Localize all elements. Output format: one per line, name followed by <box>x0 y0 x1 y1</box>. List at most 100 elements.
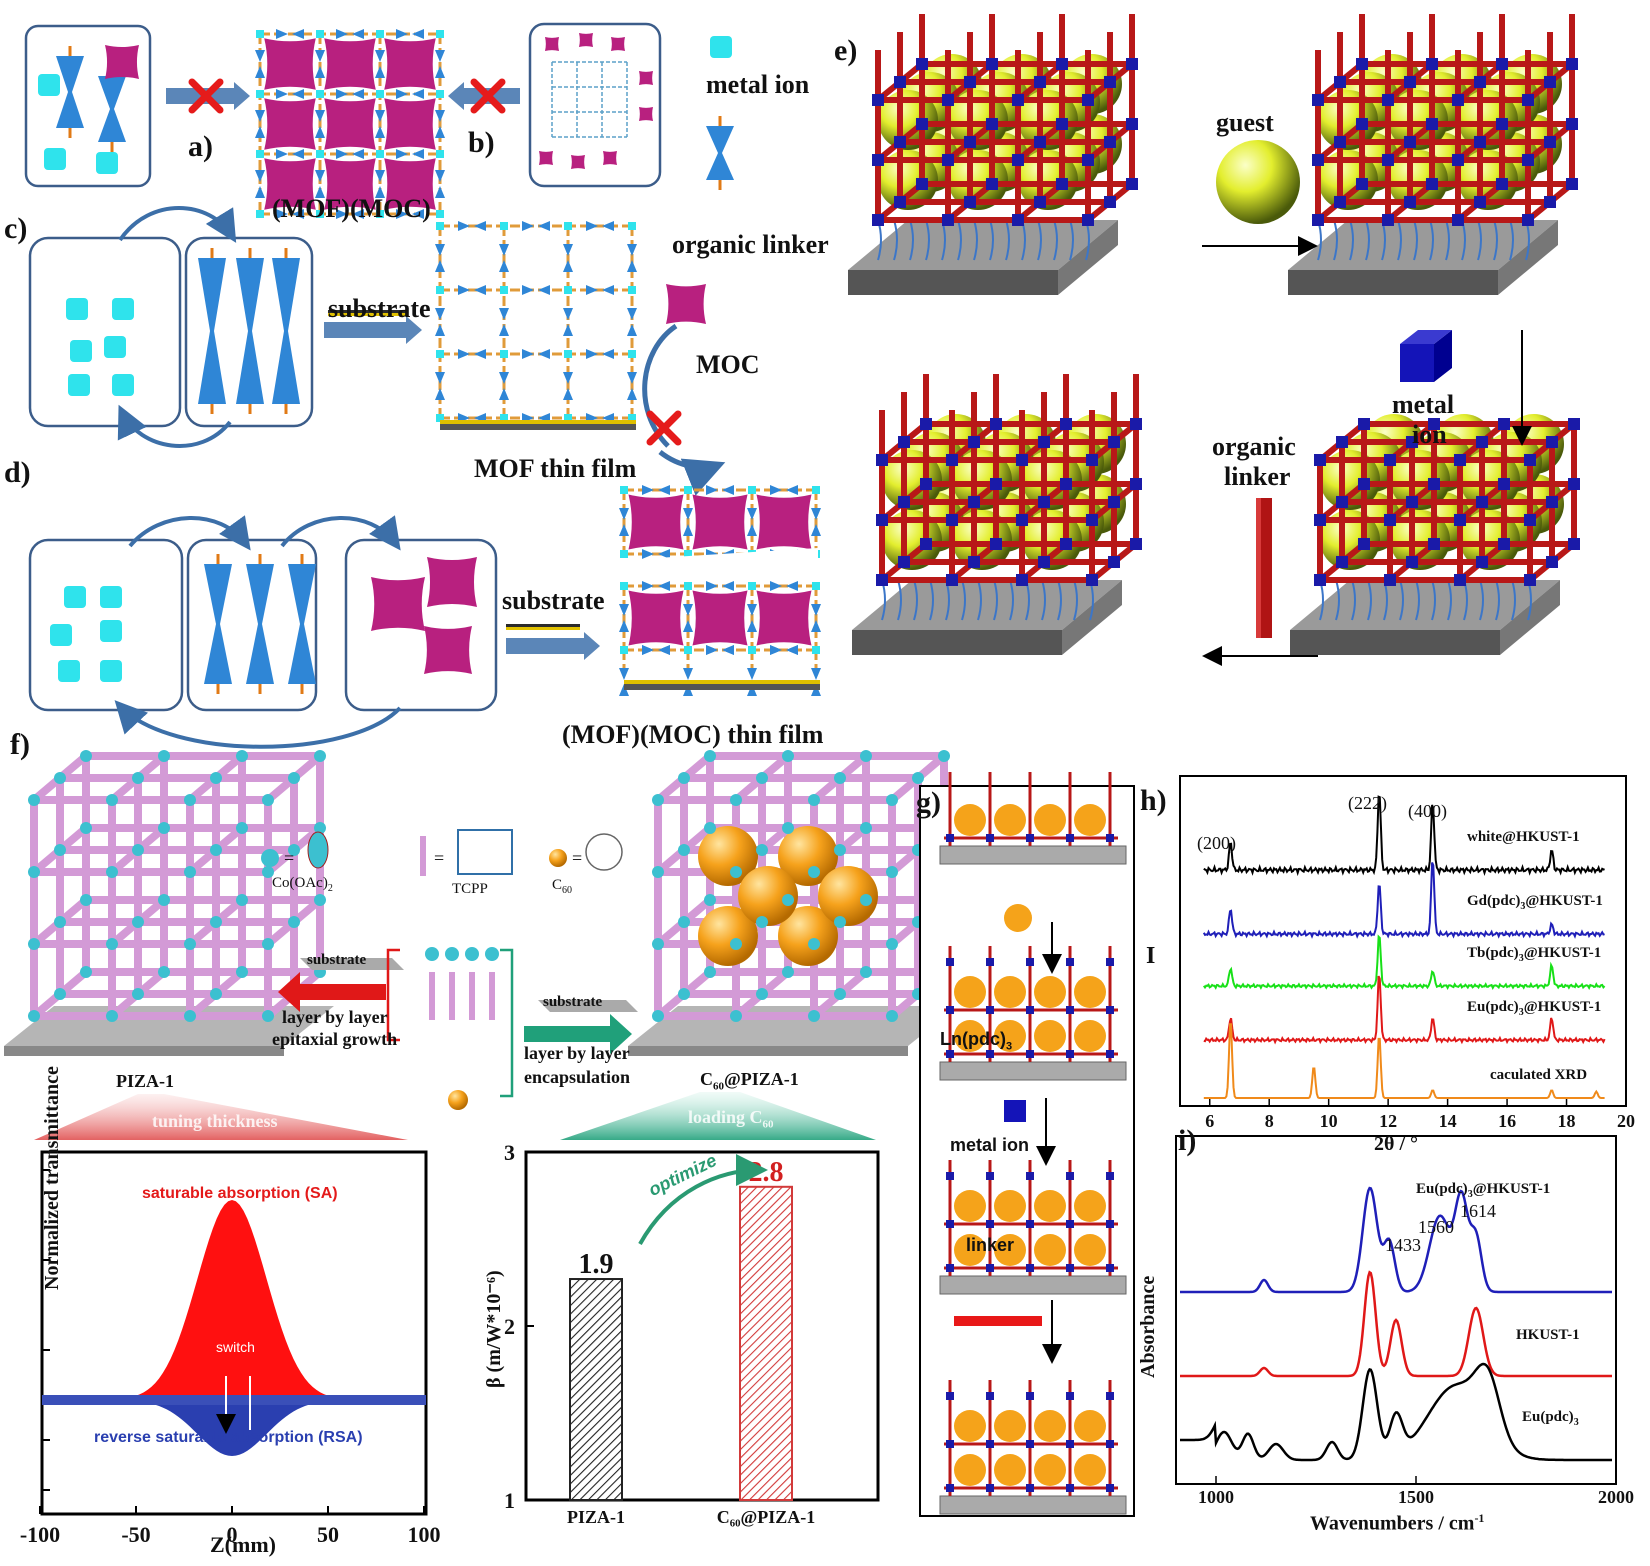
xrd-series-eu: Eu(pdc)3@HKUST-1 <box>1467 999 1602 1018</box>
metal-ion-square <box>96 152 118 174</box>
sa-area <box>40 1200 426 1400</box>
metal-node <box>872 214 884 226</box>
metal-ion-square <box>58 660 80 682</box>
guest-ball <box>1034 1020 1066 1052</box>
co-node <box>730 866 742 878</box>
metal-node <box>920 418 932 430</box>
legend-tcpp: TCPP <box>452 881 488 897</box>
guest-ball <box>994 1410 1026 1442</box>
metal-node <box>1104 136 1116 148</box>
moc-block <box>424 626 472 674</box>
legend-c60-molecule <box>585 833 623 871</box>
co-node <box>28 1010 40 1022</box>
co-node <box>886 1010 898 1022</box>
metal-node <box>1568 418 1580 430</box>
metal-node <box>1082 154 1094 166</box>
co-node <box>782 894 794 906</box>
metal-node <box>1428 478 1440 490</box>
co-node <box>106 1010 118 1022</box>
xrd-peak-200: (200) <box>1197 833 1236 853</box>
node <box>946 1392 954 1400</box>
ir-ylabel: Absorbance <box>1137 1275 1159 1378</box>
node <box>1066 1220 1074 1228</box>
xrd-tick-label: 16 <box>1498 1111 1517 1131</box>
metal-node <box>1454 574 1466 586</box>
lattice-3d <box>1290 414 1580 655</box>
encap-2: encapsulation <box>524 1067 631 1087</box>
co-node <box>184 938 196 950</box>
guest-ball <box>994 804 1026 836</box>
co-node <box>288 772 300 784</box>
zscan-tick-label: 100 <box>407 1522 441 1547</box>
co-node <box>730 794 742 806</box>
co-node <box>236 966 248 978</box>
moc-block <box>324 98 376 150</box>
moc-block <box>628 494 684 550</box>
bracket-red <box>386 948 400 1042</box>
co-node <box>886 866 898 878</box>
metal-node <box>1498 538 1510 550</box>
zscan-tick-label: -100 <box>19 1522 61 1547</box>
bar-ytick-label: 2 <box>504 1314 515 1339</box>
node <box>946 834 954 842</box>
c60-sphere <box>738 866 798 926</box>
moc-block <box>384 158 436 210</box>
guest-ball <box>994 1454 1026 1486</box>
ir-series-eu-hkust: Eu(pdc)3@HKUST-1 <box>1416 1181 1551 1200</box>
g-linker-label: linker <box>966 1235 1015 1255</box>
bar-ytick-label: 3 <box>504 1140 515 1165</box>
metal-node <box>872 94 884 106</box>
co-node <box>756 916 768 928</box>
node <box>986 1440 994 1448</box>
tcpp-rod <box>489 972 495 1020</box>
c60-dot-ref <box>448 1090 468 1110</box>
guest-ball <box>1034 804 1066 836</box>
moc-block <box>571 155 585 169</box>
metal-node <box>1524 514 1536 526</box>
metal-node <box>1566 58 1578 70</box>
ir-frame <box>1175 1135 1617 1485</box>
metal-node <box>1038 556 1050 568</box>
metal-ion-square <box>100 620 122 642</box>
metal-node <box>1108 556 1120 568</box>
organic-linker <box>236 258 264 404</box>
tcpp-rod <box>449 972 455 1020</box>
organic-linker <box>56 56 84 128</box>
metal-node <box>1546 556 1558 568</box>
legend-co: Co(OAc)2 <box>272 875 333 894</box>
node <box>986 1392 994 1400</box>
metal-node <box>1038 496 1050 508</box>
guest-ball <box>954 804 986 836</box>
label-a: a) <box>188 130 213 163</box>
co-node <box>808 866 820 878</box>
metal-node <box>968 556 980 568</box>
xrd-tick-label: 6 <box>1205 1111 1215 1131</box>
bar-2 <box>739 1185 793 1502</box>
encap-1: layer by layer <box>524 1043 630 1063</box>
lattice-3d <box>848 14 1138 295</box>
xrd-series-tb: Tb(pdc)3@HKUST-1 <box>1467 945 1602 964</box>
encap-arrow <box>524 1014 632 1054</box>
co-node <box>834 844 846 856</box>
moc-block <box>324 158 376 210</box>
moc-block <box>628 590 684 646</box>
moc-block <box>264 98 316 150</box>
arrow-c <box>324 316 422 344</box>
legend-co-molecule <box>307 831 329 869</box>
metal-node <box>920 538 932 550</box>
xrd-peak-400: (400) <box>1408 801 1447 821</box>
metal-node <box>942 154 954 166</box>
substrate-plate-left <box>300 958 404 970</box>
metal-node <box>1336 496 1348 508</box>
moc-block <box>264 158 316 210</box>
metal-node <box>1384 454 1396 466</box>
arrow-d <box>506 632 600 660</box>
node <box>1066 834 1074 842</box>
zscan-ylabel: Normalized transmittance <box>41 1066 63 1290</box>
metal-node <box>1546 496 1558 508</box>
metal-node <box>1524 454 1536 466</box>
red-x-mark <box>646 410 682 446</box>
ir-series-2 <box>1180 1270 1612 1378</box>
co-node <box>236 750 248 762</box>
co-node <box>678 772 690 784</box>
